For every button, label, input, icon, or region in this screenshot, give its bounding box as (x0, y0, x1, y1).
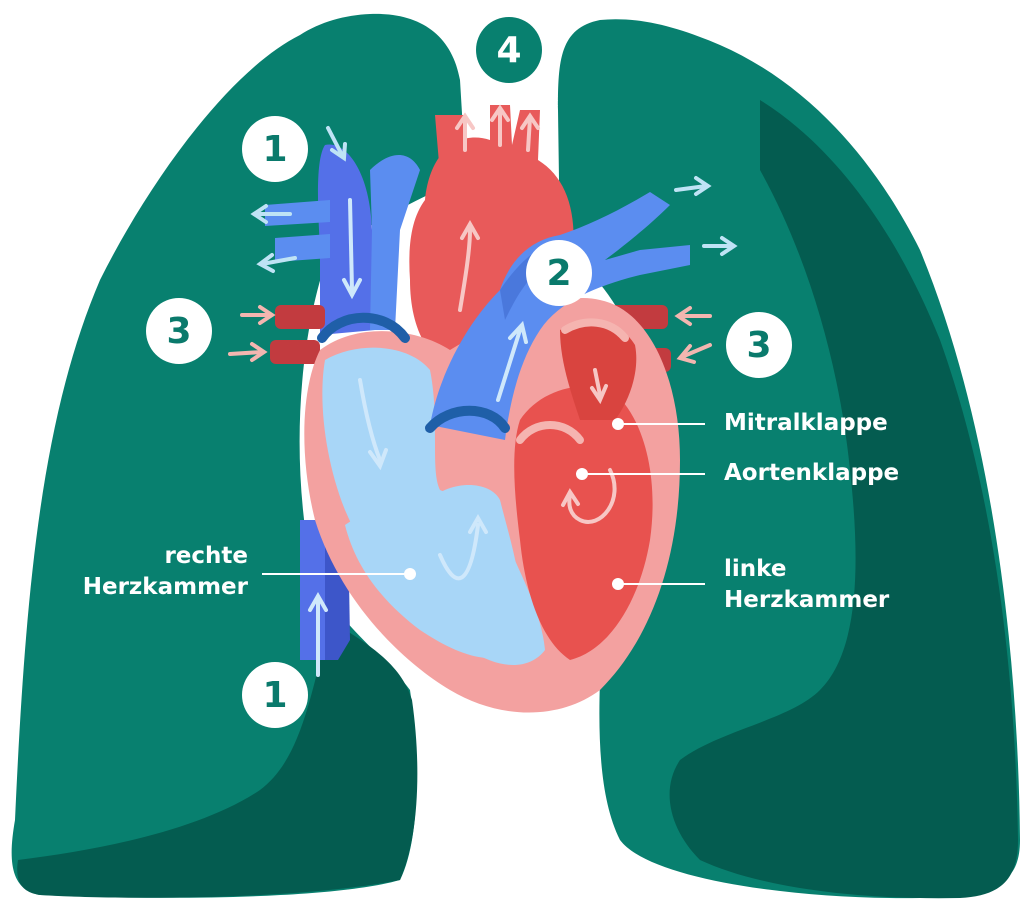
label-right-chamber-1: rechte (164, 543, 248, 569)
flow-arrows-left (458, 219, 617, 524)
label-left-chamber-2: Herzkammer (724, 587, 890, 613)
pulmonary-artery (430, 192, 690, 440)
marker-1-bottom: 1 (242, 662, 308, 728)
marker-2: 2 (526, 240, 592, 306)
artery-arrows (496, 320, 528, 402)
superior-vena-cava (317, 144, 375, 335)
label-mitral-valve: Mitralklappe (724, 410, 888, 436)
label-right-chamber-2: Herzkammer (82, 574, 248, 600)
aorta-arrows (455, 104, 540, 152)
label-left-chamber-1: linke (724, 556, 787, 582)
flow-arrows-right (308, 198, 488, 677)
marker-3-right: 3 (726, 312, 792, 378)
pulmonary-vein-left-lower (270, 340, 320, 364)
pulmonary-valve (425, 405, 510, 433)
mitral-valve (561, 318, 629, 342)
tricuspid-valve (317, 312, 410, 343)
outer-blue-arrows (250, 126, 738, 273)
leader-lines (262, 418, 705, 590)
aortic-valve (516, 421, 584, 444)
outer-red-arrows (228, 305, 712, 364)
label-aortic-valve: Aortenklappe (724, 460, 900, 486)
marker-4: 4 (476, 17, 542, 83)
marker-3-left: 3 (146, 298, 212, 364)
right-lung-shadow (669, 100, 1018, 899)
marker-1-top: 1 (242, 116, 308, 182)
pulmonary-vein-left-upper (275, 305, 325, 329)
left-lung-shadow (17, 620, 418, 898)
